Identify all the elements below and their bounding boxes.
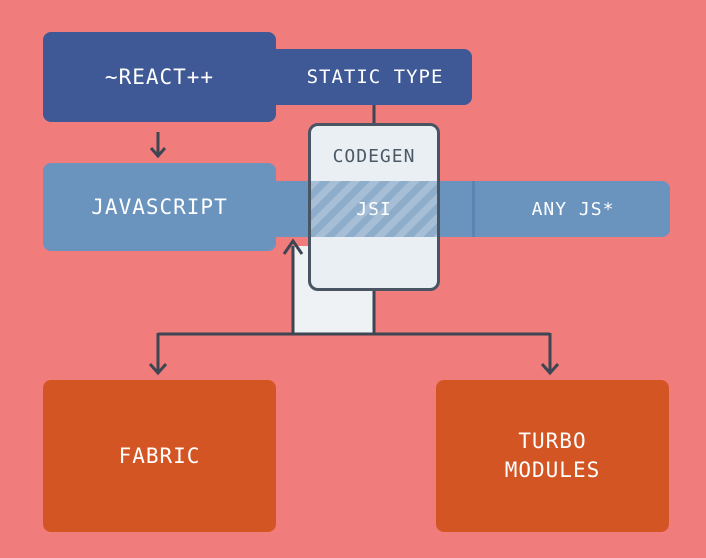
fabric-label: FABRIC <box>118 444 201 468</box>
any-js-box: ANY JS* <box>476 181 670 237</box>
react-label: ~REACT++ <box>104 65 215 89</box>
static-type-box: STATIC TYPE <box>258 49 472 105</box>
javascript-label: JAVASCRIPT <box>91 195 228 219</box>
jsi-hatched-band: JSI <box>311 181 437 237</box>
turbo-modules-box: TURBO MODULES <box>436 380 669 532</box>
jsi-label: JSI <box>356 198 392 220</box>
codegen-box: CODEGEN JSI <box>308 123 440 291</box>
fabric-arrowhead <box>148 363 168 376</box>
static-type-label: STATIC TYPE <box>306 66 444 88</box>
turbo-modules-label: TURBO MODULES <box>504 428 601 482</box>
jsi-divider <box>472 181 475 237</box>
javascript-box: JAVASCRIPT <box>43 163 276 251</box>
up-arrowhead <box>282 238 304 255</box>
fabric-box: FABRIC <box>43 380 276 532</box>
codegen-label: CODEGEN <box>332 146 416 167</box>
turbo-arrowhead <box>540 363 560 376</box>
react-box: ~REACT++ <box>43 32 276 122</box>
any-js-label: ANY JS* <box>531 198 615 220</box>
react-to-js-arrowhead <box>149 147 167 159</box>
